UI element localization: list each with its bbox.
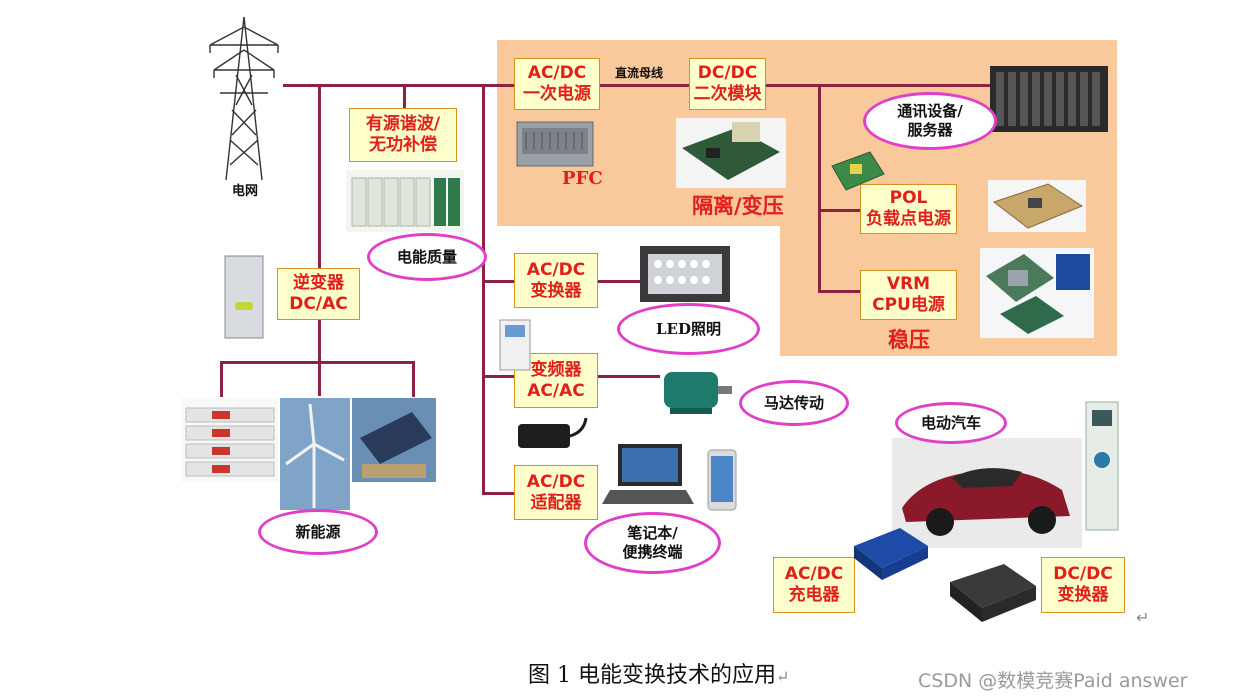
led-lighting-oval: LED照明 <box>617 303 760 355</box>
branch-pol <box>818 209 860 212</box>
motherboard-icon <box>988 180 1086 232</box>
renewable-drop-1 <box>220 361 223 397</box>
secondary-bus-line <box>765 84 990 87</box>
led-link <box>598 280 648 283</box>
power-quality-oval: 电能质量 <box>367 233 487 281</box>
renewable-drop-3 <box>412 361 415 397</box>
filter-drop <box>403 84 406 109</box>
transmission-tower-icon <box>209 16 279 181</box>
laptop-icon <box>602 444 694 504</box>
vfd-device-icon <box>499 319 531 371</box>
laptop-portable-oval: 笔记本/便携终端 <box>584 512 721 574</box>
inverter-trunk <box>318 84 321 396</box>
active-filter-cabinet-icon <box>346 170 464 232</box>
grid-label: 电网 <box>232 184 259 199</box>
dcdc-converter-device-icon <box>950 564 1036 622</box>
main-ac-bus <box>283 84 515 87</box>
dc-bus-label: 直流母线 <box>615 66 664 80</box>
motor-icon <box>664 372 732 414</box>
dcdc-module-icon <box>676 118 786 188</box>
csdn-watermark: CSDN @数模竞赛Paid answer <box>918 670 1188 692</box>
renewable-energy-oval: 新能源 <box>258 509 378 555</box>
server-rack-icon <box>990 66 1108 132</box>
pol-board-icon <box>831 151 885 191</box>
power-adapter-icon <box>518 417 588 448</box>
battery-storage-icon <box>182 398 278 482</box>
isolation-label: 隔离/变压 <box>692 193 784 218</box>
branch-acdc-converter <box>482 280 514 283</box>
inverter-unit-icon <box>224 255 264 339</box>
motor-link <box>598 375 660 378</box>
charging-station-icon <box>1085 401 1119 531</box>
wind-turbine-icon <box>280 398 350 510</box>
renewable-bus <box>220 361 415 364</box>
load-trunk <box>482 84 485 494</box>
paragraph-mark: ↵ <box>1136 608 1150 627</box>
electric-car-icon <box>892 438 1082 548</box>
secondary-trunk <box>818 84 821 292</box>
branch-adapter <box>482 492 514 495</box>
solar-panel-icon <box>352 398 436 482</box>
dc-bus-line <box>598 84 690 87</box>
electric-vehicle-oval: 电动汽车 <box>895 402 1007 444</box>
pfc-rectifier-icon <box>516 121 594 167</box>
regulation-label: 稳压 <box>888 327 930 352</box>
smartphone-icon <box>707 449 737 511</box>
motor-drive-oval: 马达传动 <box>739 380 849 426</box>
figure-caption: 图 1 电能变换技术的应用↵ <box>528 663 790 688</box>
acdc-charger-device-icon <box>854 528 928 580</box>
cpu-chip-icon <box>980 248 1094 338</box>
pfc-label: PFC <box>562 168 603 189</box>
branch-vfd <box>482 375 514 378</box>
branch-vrm <box>818 290 860 293</box>
telecom-server-oval: 通讯设备/服务器 <box>863 92 997 150</box>
led-panel-icon <box>640 246 730 302</box>
active-filter-box: 有源谐波/无功补偿 <box>349 108 457 162</box>
